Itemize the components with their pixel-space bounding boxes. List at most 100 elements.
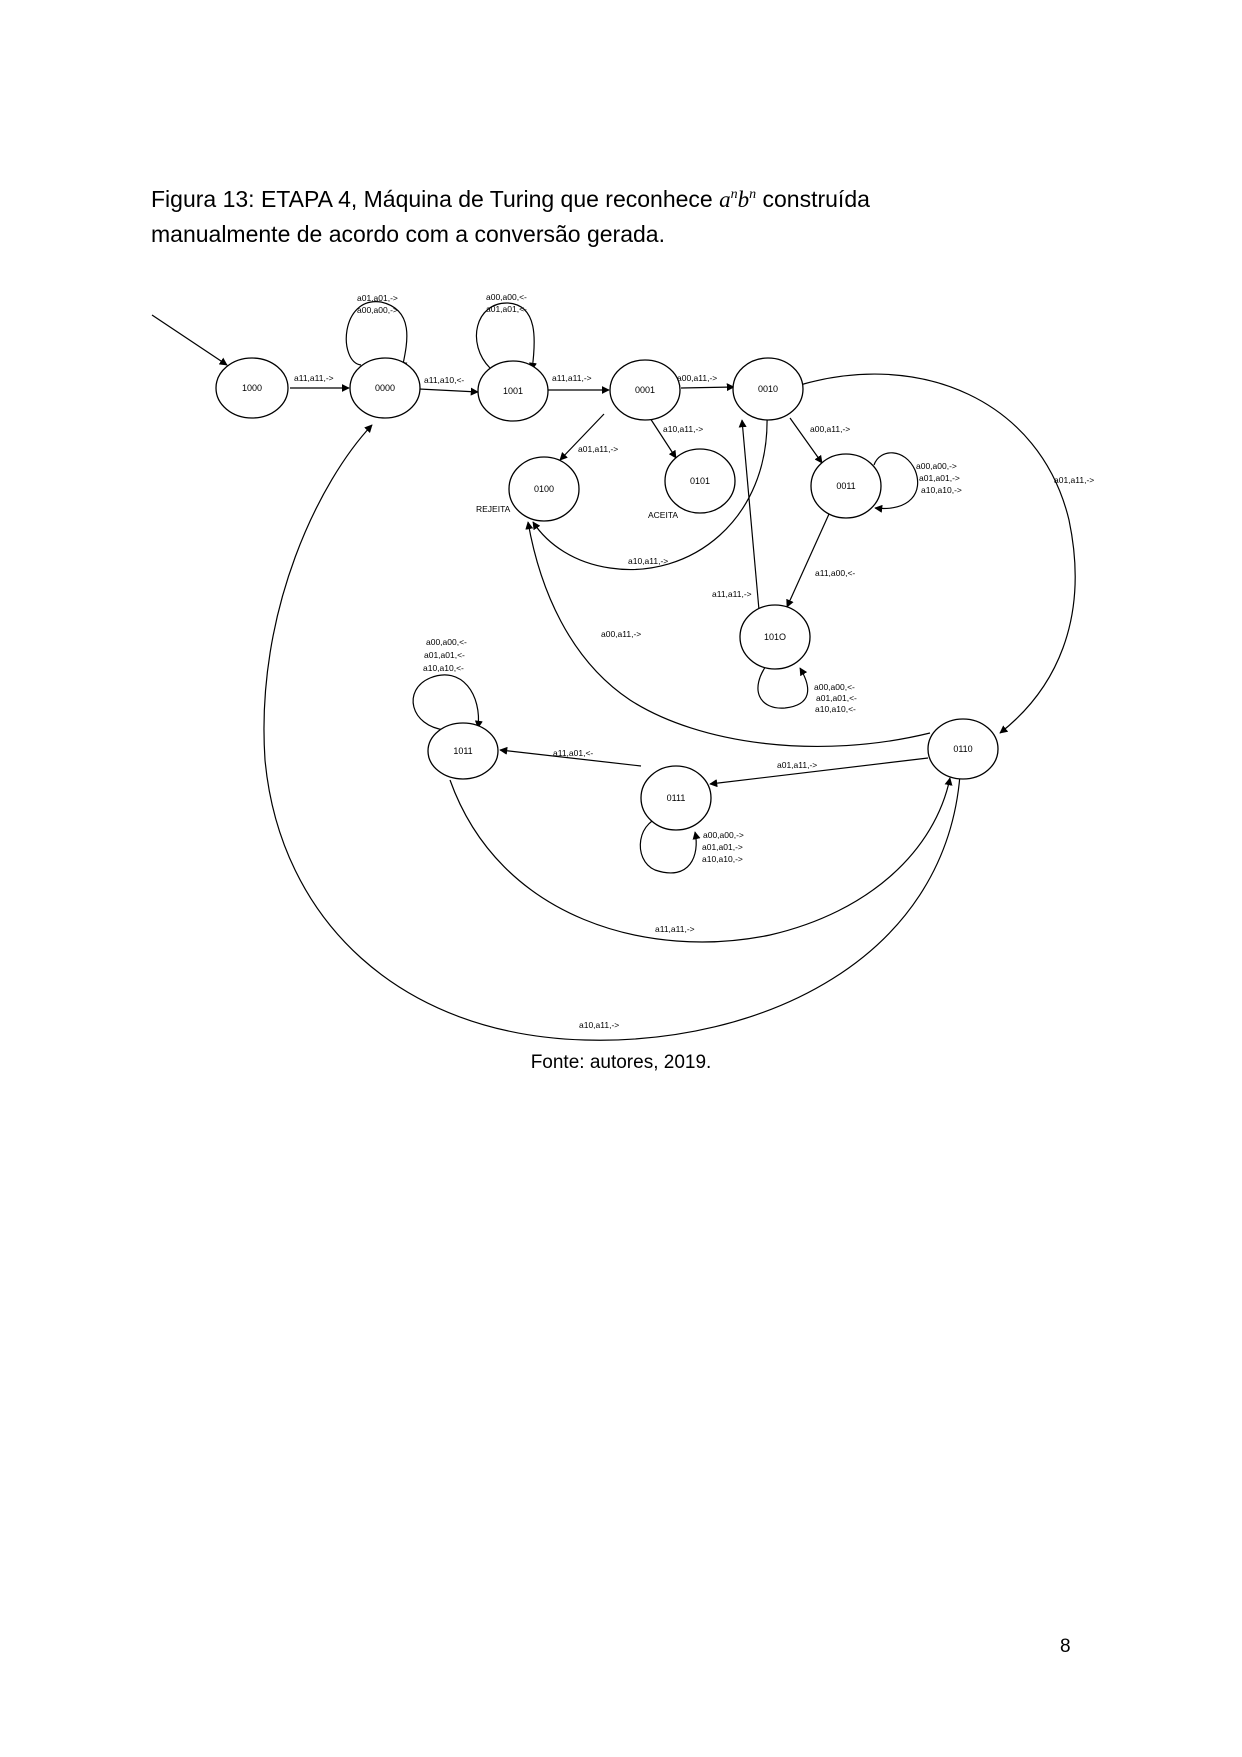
state-0111-label: 0111 — [667, 793, 686, 803]
label-0011-1010: a11,a00,<- — [815, 568, 855, 578]
loop-1011 — [412, 674, 483, 731]
edge-0011-1010 — [786, 513, 830, 608]
formula-sup-1: n — [730, 187, 738, 202]
state-0110-circle — [927, 718, 999, 780]
state-1010: 101O — [739, 604, 811, 670]
label-0001-0010: a00,a11,-> — [677, 373, 717, 383]
edge-0000-1001 — [418, 387, 479, 396]
state-0001-circle — [609, 359, 681, 421]
state-0000-label: 0000 — [375, 383, 395, 393]
label-loop1011-2: a01,a01,<- — [424, 650, 465, 660]
page-number: 8 — [1060, 1636, 1071, 1657]
edge-0010-0100 — [532, 414, 768, 570]
label-loop1010-2: a01,a01,<- — [816, 693, 857, 703]
state-0000: 0000 — [349, 357, 421, 419]
formula-b: b — [737, 187, 750, 212]
edge-0010-0011 — [789, 417, 823, 464]
label-0001-0100: a01,a11,-> — [578, 444, 618, 454]
state-1000-label: 1000 — [242, 383, 262, 393]
state-0011-label: 0011 — [836, 481, 855, 491]
state-0100-label: 0100 — [534, 484, 554, 494]
state-0111: 0111 — [640, 765, 712, 831]
label-loop0011-2: a01,a01,-> — [919, 473, 960, 483]
state-1001-circle — [477, 360, 549, 422]
edge-1011-0110 — [449, 777, 953, 943]
label-loop0000-2: a00,a00,-> — [357, 305, 398, 315]
tag-aceita: ACEITA — [648, 510, 678, 520]
formula-sup-2: n — [749, 187, 757, 202]
tag-rejeita: REJEITA — [476, 504, 511, 514]
loop-0011 — [873, 452, 919, 513]
label-loop1001-2: a01,a01,<- — [486, 304, 527, 314]
label-1001-0001: a11,a11,-> — [552, 373, 592, 383]
formula-a: a — [719, 187, 731, 212]
state-0111-circle — [640, 765, 712, 831]
state-1010-circle — [739, 604, 811, 670]
label-0110-0000: a10,a11,-> — [579, 1020, 619, 1030]
edge-0110-0100 — [525, 521, 931, 748]
state-0010: 0010 — [732, 357, 804, 421]
label-loop1010-1: a00,a00,<- — [814, 682, 855, 692]
loop-0000 — [345, 301, 408, 370]
label-0001-0101: a10,a11,-> — [663, 424, 703, 434]
state-0100-circle — [508, 456, 580, 522]
state-1000-circle — [215, 357, 289, 419]
label-0010-0011: a00,a11,-> — [810, 424, 850, 434]
label-1011-0110: a11,a11,-> — [655, 924, 695, 934]
edge-start — [151, 314, 228, 366]
label-loop0111-1: a00,a00,-> — [703, 830, 744, 840]
label-loop0111-2: a01,a01,-> — [702, 842, 743, 852]
edge-0111-1011 — [499, 746, 642, 767]
caption-suffix: construída — [762, 186, 870, 212]
label-0010-0110: a01,a11,-> — [1054, 475, 1094, 485]
figure-caption: Figura 13: ETAPA 4, Máquina de Turing qu… — [151, 182, 1083, 252]
state-0010-label: 0010 — [758, 384, 778, 394]
state-0011-circle — [810, 453, 882, 519]
label-0110-0100: a00,a11,-> — [601, 629, 641, 639]
label-0111-1011: a11,a01,<- — [553, 748, 593, 758]
state-0110-label: 0110 — [953, 744, 972, 754]
label-loop1001-1: a00,a00,<- — [486, 292, 527, 302]
state-1001-label: 1001 — [503, 386, 523, 396]
state-0110: 0110 — [927, 718, 999, 780]
state-0011: 0011 — [810, 453, 882, 519]
label-1000-0000: a11,a11,-> — [294, 373, 334, 383]
loop-0111 — [639, 815, 701, 874]
state-0001-label: 0001 — [635, 385, 655, 395]
label-0000-1001: a11,a10,<- — [424, 375, 464, 385]
state-0010-circle — [732, 357, 804, 421]
state-1011-label: 1011 — [453, 746, 472, 756]
label-loop1011-3: a10,a10,<- — [423, 663, 464, 673]
label-loop0111-3: a10,a10,-> — [702, 854, 743, 864]
label-loop0011-1: a00,a00,-> — [916, 461, 957, 471]
loop-1001 — [475, 302, 537, 371]
state-1000: 1000 — [215, 357, 289, 419]
state-1010-label: 101O — [764, 632, 786, 642]
edge-0110-0111 — [709, 757, 929, 788]
state-0101: 0101 — [664, 448, 736, 514]
caption-line-2: manualmente de acordo com a conversão ge… — [151, 221, 665, 247]
state-0100: 0100 — [508, 456, 580, 522]
edge-0110-0000 — [263, 424, 961, 1041]
label-0110-0111: a01,a11,-> — [777, 760, 817, 770]
state-0101-circle — [664, 448, 736, 514]
edge-1010-0010 — [738, 419, 760, 611]
label-loop0000-1: a01,a01,-> — [357, 293, 398, 303]
label-1010-0010: a11,a11,-> — [712, 589, 752, 599]
figure-source: Fonte: autores, 2019. — [530, 1052, 712, 1073]
label-0010-0100: a10,a11,-> — [628, 556, 668, 566]
state-0001: 0001 — [609, 359, 681, 421]
state-1011: 1011 — [427, 722, 499, 780]
edge-0010-0110 — [799, 373, 1076, 734]
state-0101-label: 0101 — [690, 476, 710, 486]
state-1011-circle — [427, 722, 499, 780]
label-loop1010-3: a10,a10,<- — [815, 704, 856, 714]
edge-0001-0100 — [559, 413, 605, 461]
loop-1010 — [757, 662, 809, 709]
edge-0001-0010 — [680, 383, 735, 392]
state-0000-circle — [349, 357, 421, 419]
label-loop0011-3: a10,a10,-> — [921, 485, 962, 495]
caption-formula: anbn — [719, 187, 756, 212]
caption-prefix: Figura 13: ETAPA 4, Máquina de Turing qu… — [151, 186, 713, 212]
